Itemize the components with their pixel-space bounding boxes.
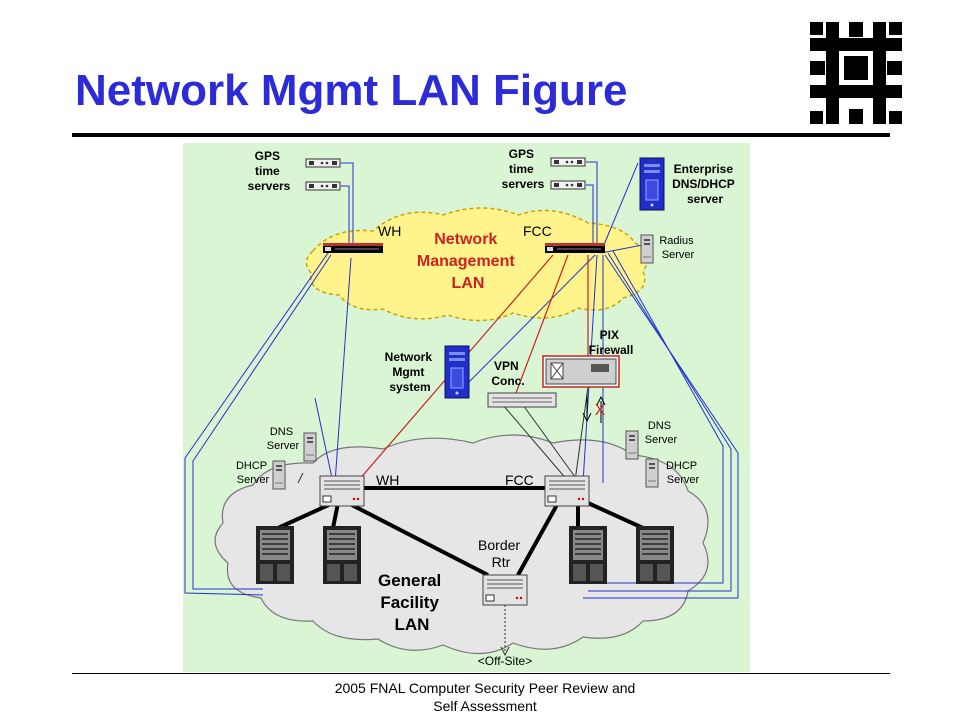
dns-server-icon [625,430,639,460]
facility-lan-label: General Facility LAN [378,571,446,634]
radius-server-label: Radius Server [659,235,696,261]
fcc-mgmt-switch-icon [544,242,606,254]
gps-server-icon [550,157,586,167]
dhcp-left-label: DHCP Server [236,460,270,486]
gps-right-label: GPS time servers [502,147,545,191]
management-lan-label: Network Management LAN [417,231,519,292]
fcc-facility-label: FCC [505,472,534,488]
radius-server-icon [640,234,654,264]
vpn-concentrator-icon [487,392,557,408]
border-router-label: Border Rtr [478,537,524,570]
slide-title: Network Mgmt LAN Figure [75,66,628,115]
vpn-label: VPN Conc. [491,359,524,388]
border-router-icon [482,574,528,606]
network-diagram: GPS time servers GPS time servers Enterp… [183,143,750,672]
dhcp-right-label: DHCP Server [666,460,700,486]
footer-line: 2005 FNAL Computer Security Peer Review … [334,680,636,696]
management-lan-cloud [305,207,649,322]
wh-mgmt-label: WH [378,223,401,239]
blocked-mark: X [595,402,606,419]
dhcp-server-icon [272,460,286,490]
offsite-label: <Off-Site> [478,654,532,668]
footer-rule [72,673,890,674]
server-rack-icon [322,525,362,585]
fermilab-logo-icon [810,22,902,124]
gps-server-icon [550,180,586,190]
dns-left-label: DNS Server [267,426,300,452]
dns-server-icon [303,432,317,462]
enterprise-server-label: Enterprise DNS/DHCP server [672,162,738,206]
gps-server-icon [305,158,341,168]
server-rack-icon [255,525,295,585]
wh-facility-switch-icon [319,475,365,507]
slide-footer: 2005 FNAL Computer Security Peer Review … [260,679,710,715]
gps-server-icon [305,181,341,191]
server-rack-icon [635,525,675,585]
network-mgmt-system-label: Network Mgmt system [385,350,436,394]
fcc-facility-switch-icon [544,475,590,507]
dns-right-label: DNS Server [645,420,678,446]
dhcp-server-icon [645,458,659,488]
footer-line: Self Assessment [433,698,537,714]
gps-left-label: GPS time servers [248,149,291,193]
fcc-mgmt-label: FCC [523,223,552,239]
wh-mgmt-switch-icon [322,242,384,254]
enterprise-server-icon [639,157,665,211]
pix-firewall-icon [542,355,620,388]
server-rack-icon [568,525,608,585]
wh-facility-label: WH [376,472,399,488]
network-mgmt-system-icon [444,345,470,399]
pix-label: PIX Firewall [589,328,634,357]
title-rule [72,133,890,137]
